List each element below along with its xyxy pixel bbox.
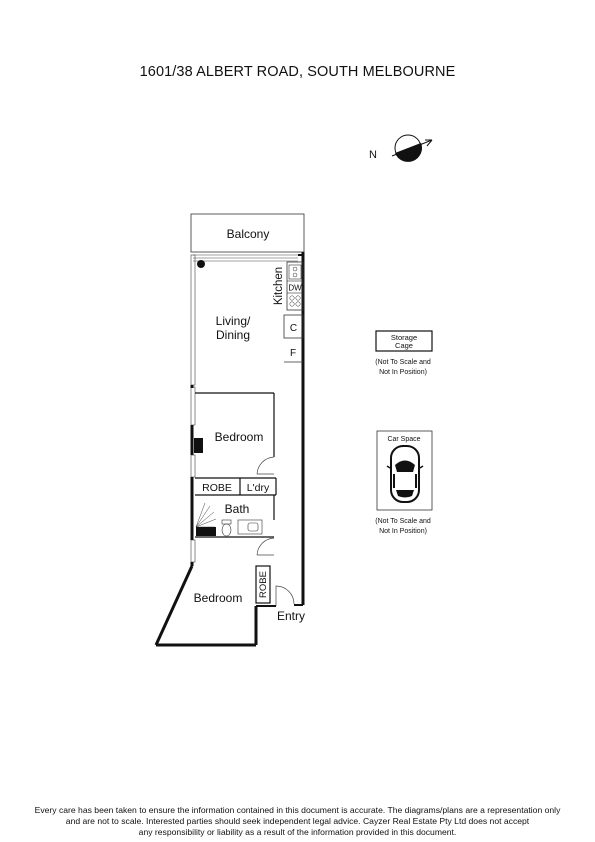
bedroom-1-door bbox=[256, 456, 275, 475]
room-label-bedroom-2: Bedroom bbox=[194, 591, 243, 605]
disclaimer-line-2: and are not to scale. Interested parties… bbox=[65, 816, 530, 826]
disclaimer: Every care has been taken to ensure the … bbox=[10, 805, 585, 838]
storage-cage-box bbox=[375, 330, 433, 352]
robe-label-2: ROBE bbox=[258, 571, 269, 598]
window-left-bedroom-1 bbox=[190, 386, 196, 426]
car-space-box bbox=[376, 430, 433, 511]
room-label-bath: Bath bbox=[225, 502, 250, 516]
storage-note-line2: Not In Position) bbox=[379, 369, 427, 376]
structural-column bbox=[194, 438, 203, 453]
car-space-label: Car Space bbox=[387, 436, 420, 443]
window-left-living bbox=[190, 254, 196, 386]
laundry-label: L'dry bbox=[247, 482, 270, 494]
room-label-bedroom-1: Bedroom bbox=[215, 430, 264, 444]
window-left-bedroom-2 bbox=[190, 539, 196, 563]
sink bbox=[288, 264, 302, 280]
balcony-outline bbox=[190, 213, 305, 253]
disclaimer-line-3: any responsibility or liability as a res… bbox=[138, 827, 457, 837]
bath-door bbox=[256, 537, 275, 556]
car-space-note-line2: Not In Position) bbox=[379, 528, 427, 535]
room-label-living-line2: Dining bbox=[216, 328, 250, 342]
north-arrow-compass-icon bbox=[391, 134, 433, 162]
cupboard bbox=[283, 314, 304, 339]
toilet bbox=[221, 519, 232, 537]
storage-note-line1: (Not To Scale and bbox=[375, 359, 431, 366]
room-label-balcony: Balcony bbox=[227, 227, 270, 241]
robe-2 bbox=[255, 565, 271, 604]
entry-door bbox=[275, 585, 295, 606]
fridge-label: F bbox=[290, 348, 296, 359]
wall-angled-bedroom-2 bbox=[154, 565, 194, 646]
car-space-note-line1: (Not To Scale and bbox=[375, 518, 431, 525]
cupboard-label: C bbox=[290, 323, 297, 334]
storage-label-line1: Storage bbox=[391, 333, 417, 342]
robe-label-1: ROBE bbox=[202, 482, 232, 494]
page-title: 1601/38 ALBERT ROAD, SOUTH MELBOURNE bbox=[139, 64, 456, 80]
dishwasher-label: DW bbox=[288, 284, 302, 293]
kitchen-bench bbox=[286, 261, 304, 311]
room-label-entry: Entry bbox=[277, 609, 305, 623]
vanity bbox=[237, 519, 263, 535]
car-icon bbox=[386, 445, 424, 503]
room-label-living-line1: Living/ bbox=[216, 314, 251, 328]
disclaimer-line-1: Every care has been taken to ensure the … bbox=[34, 805, 561, 815]
column-marker bbox=[197, 260, 205, 268]
shower bbox=[195, 502, 217, 536]
room-label-kitchen: Kitchen bbox=[273, 267, 285, 305]
cooktop bbox=[289, 295, 301, 307]
compass-north-label: N bbox=[369, 149, 377, 161]
storage-label-line2: Cage bbox=[395, 341, 413, 350]
